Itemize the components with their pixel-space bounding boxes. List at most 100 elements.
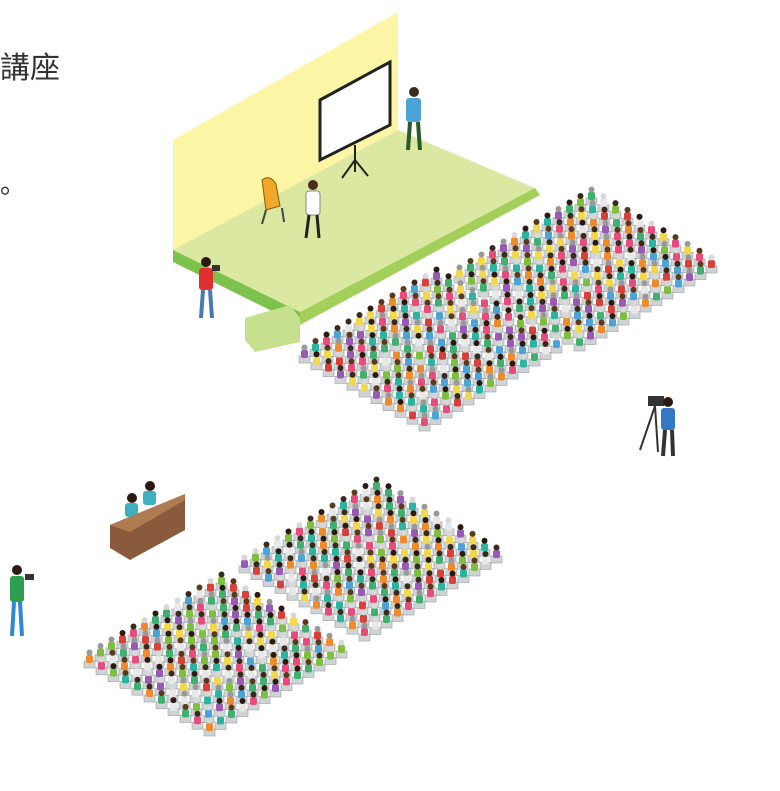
audience-member	[584, 326, 597, 345]
audience-member	[457, 564, 470, 583]
audience-member	[479, 551, 492, 570]
audience-member	[380, 609, 393, 629]
audience-member	[274, 574, 287, 594]
audience-member	[429, 406, 442, 425]
audience-member	[250, 561, 263, 581]
audience-member	[661, 280, 674, 300]
stage-floor	[173, 130, 535, 312]
audience-member	[391, 603, 404, 622]
stage	[173, 12, 540, 352]
seating-block	[298, 266, 563, 432]
audience-member	[672, 274, 685, 293]
audience-member	[310, 595, 323, 615]
audience-member	[446, 570, 459, 590]
audience-member	[358, 622, 371, 642]
audience-member	[291, 665, 304, 685]
audience-member	[225, 704, 238, 724]
audience-member	[440, 399, 453, 419]
standing-photographer	[10, 565, 34, 637]
audience-member	[435, 577, 448, 596]
audience-member	[369, 616, 382, 635]
audience-member	[107, 663, 120, 682]
audience-member	[269, 678, 282, 698]
audience-member	[549, 318, 562, 338]
audience-member	[424, 583, 437, 603]
armchair-icon	[261, 177, 285, 225]
audience-member	[694, 261, 707, 280]
audience-member	[406, 405, 419, 425]
audience-member	[346, 615, 359, 635]
camera-icon	[199, 257, 220, 319]
audience-member	[539, 341, 552, 360]
audience-member	[683, 267, 696, 287]
audience-member	[595, 319, 608, 339]
seating-block	[453, 186, 718, 352]
audience-member	[402, 596, 415, 616]
audience-member	[236, 698, 249, 717]
audience-member	[191, 710, 204, 730]
audience-member	[628, 300, 641, 319]
audience-member	[468, 557, 481, 577]
audience-member	[302, 659, 315, 678]
stage-steps	[245, 305, 300, 352]
audience-member	[550, 334, 563, 354]
audience-member	[83, 649, 96, 669]
audience-member	[525, 305, 538, 325]
audience-member	[95, 656, 108, 676]
stage-side-face	[300, 188, 540, 325]
audience-member	[313, 652, 326, 672]
audience-member	[335, 639, 348, 659]
audience-member	[119, 669, 132, 689]
audience-member	[258, 685, 271, 704]
seating-block	[83, 571, 348, 737]
seating-block	[238, 476, 503, 642]
audience-member	[451, 393, 464, 412]
title-fragment: 講座	[0, 51, 60, 86]
audience-member	[334, 364, 347, 384]
audience-member	[650, 287, 663, 306]
audience-member	[484, 373, 497, 393]
audience-member	[179, 703, 192, 723]
audience-member	[606, 313, 619, 332]
punctuation-fragment: 。	[0, 170, 27, 200]
audience-member	[155, 690, 168, 710]
audience-member	[280, 672, 293, 691]
projection-screen-icon	[318, 59, 392, 179]
audience-member	[298, 344, 311, 364]
audience-member	[346, 371, 359, 391]
audience-member	[495, 367, 508, 386]
audience-member	[334, 608, 347, 628]
audience-member	[413, 590, 426, 609]
stage-back-wall	[173, 12, 398, 250]
audience-member	[473, 380, 486, 399]
audience-member	[262, 568, 275, 587]
audience-member	[131, 676, 144, 696]
presenter-figure	[304, 180, 321, 239]
audience-member	[322, 602, 335, 621]
audience	[83, 186, 718, 737]
audience-member	[573, 332, 586, 352]
audience-member	[490, 544, 503, 564]
audience-member	[561, 325, 574, 345]
audience-member	[382, 392, 395, 411]
audience-member	[238, 554, 251, 574]
audience-member	[705, 254, 718, 274]
audience-member	[639, 293, 652, 313]
audience-member	[203, 717, 216, 737]
video-camera-icon	[639, 396, 675, 457]
audience-member	[465, 271, 478, 291]
audience-member	[358, 378, 371, 398]
audience-member	[324, 646, 337, 665]
audience-member	[247, 691, 260, 711]
audience-member	[453, 264, 466, 284]
audience-member	[286, 581, 299, 601]
audience-member	[506, 360, 519, 380]
audience-member	[418, 412, 431, 432]
audience-member	[370, 385, 383, 405]
audience-member	[394, 398, 407, 418]
audience-member	[310, 351, 323, 371]
audience-member	[167, 697, 180, 716]
audience-member	[298, 588, 311, 608]
audience-member	[528, 347, 541, 367]
